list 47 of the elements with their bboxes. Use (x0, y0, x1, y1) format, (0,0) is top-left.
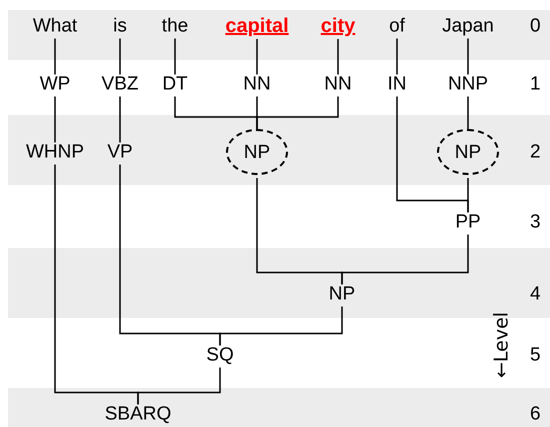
pos-tag-label: VBZ (102, 74, 138, 94)
word-label: is (113, 16, 127, 36)
tree-branch-line (174, 38, 176, 74)
level-number: 3 (530, 212, 541, 232)
level-number: 1 (530, 74, 541, 94)
tree-branch-line (54, 38, 56, 74)
phrase-label: WHNP (26, 142, 84, 162)
pos-tag-label: NNP (448, 74, 488, 94)
level-number: 5 (530, 346, 541, 364)
dashed-circle (226, 129, 288, 175)
word-label: Japan (442, 16, 494, 36)
word-label: city (320, 16, 356, 36)
pos-tag-label: NN (243, 74, 271, 94)
pos-tag-label: NN (324, 74, 352, 94)
tree-branch-line (119, 38, 121, 74)
tree-branch-line (467, 96, 469, 129)
tree-branch-line (341, 234, 469, 284)
level-number: 4 (530, 284, 541, 304)
pos-tag-label: IN (388, 74, 406, 94)
tree-branch-line (137, 368, 221, 404)
tree-branch-line (219, 306, 343, 346)
tree-branch-line (119, 96, 121, 142)
word-label: capital (225, 16, 289, 36)
pos-tag-label: DT (162, 74, 188, 94)
level-number: 0 (530, 16, 541, 36)
word-label: NP (244, 142, 270, 162)
tree-branch-line (54, 96, 56, 142)
word-label: NP (454, 142, 482, 162)
phrase-label: SBARQ (104, 404, 172, 424)
tree-branch-line (337, 39, 339, 74)
phrase-label: SQ (206, 346, 234, 364)
tree-branch-line (396, 38, 398, 74)
tree-branch-line (467, 178, 469, 212)
level-axis-label: ←Level (492, 312, 512, 378)
pos-tag-label: WP (40, 74, 70, 94)
tree-branch-line (256, 96, 339, 129)
phrase-label: PP (455, 212, 481, 232)
level-number: 2 (530, 142, 541, 162)
word-label: What (32, 16, 78, 36)
tree-branch-line (467, 38, 469, 74)
phrase-label: VP (107, 142, 133, 162)
level-number: 6 (530, 404, 541, 424)
dashed-circle (437, 129, 499, 175)
tree-branch-line (256, 39, 258, 74)
word-label: the (162, 16, 188, 36)
phrase-label: NP (328, 284, 356, 304)
word-label: of (389, 16, 405, 36)
